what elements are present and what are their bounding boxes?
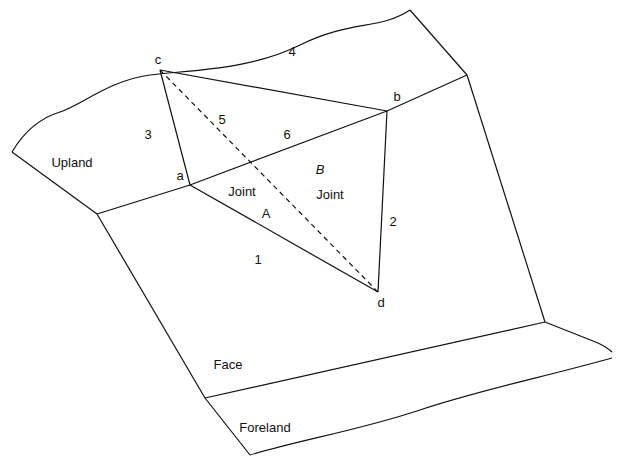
point-letter: a xyxy=(176,169,183,183)
upland-back-edge xyxy=(12,10,410,152)
point-letter: b xyxy=(393,90,400,104)
face-left-edge xyxy=(97,214,205,398)
region-label: Upland xyxy=(51,156,92,170)
upland-left-edge xyxy=(12,152,97,214)
crest-line xyxy=(387,75,467,111)
region-label: Face xyxy=(214,358,243,372)
plane-letter: A xyxy=(262,207,271,221)
wedge-edge-5 xyxy=(160,70,378,292)
point-letter: d xyxy=(377,296,384,310)
wedge-edge-3 xyxy=(160,70,190,185)
plane-label: Joint xyxy=(228,185,255,199)
plane-letter: B xyxy=(316,163,325,177)
point-letter: c xyxy=(155,53,162,67)
region-label: Foreland xyxy=(239,421,290,435)
plane-label: Joint xyxy=(316,188,343,202)
wedge-edge-2 xyxy=(378,111,387,292)
toe-line xyxy=(205,322,545,398)
callout-number: 2 xyxy=(389,215,396,229)
upland-right-edge xyxy=(410,10,467,75)
callout-number: 3 xyxy=(144,128,151,142)
face-right-edge xyxy=(467,75,545,322)
callout-number: 1 xyxy=(254,253,261,267)
callout-number: 4 xyxy=(288,45,295,59)
crest-line xyxy=(97,185,190,214)
callout-number: 6 xyxy=(283,128,290,142)
foreland-right-edge xyxy=(545,322,612,352)
wedge-edge-1 xyxy=(190,185,378,292)
foreland-front-edge xyxy=(250,358,612,455)
wedge-edge-6 xyxy=(190,111,387,185)
callout-number: 5 xyxy=(218,113,225,127)
